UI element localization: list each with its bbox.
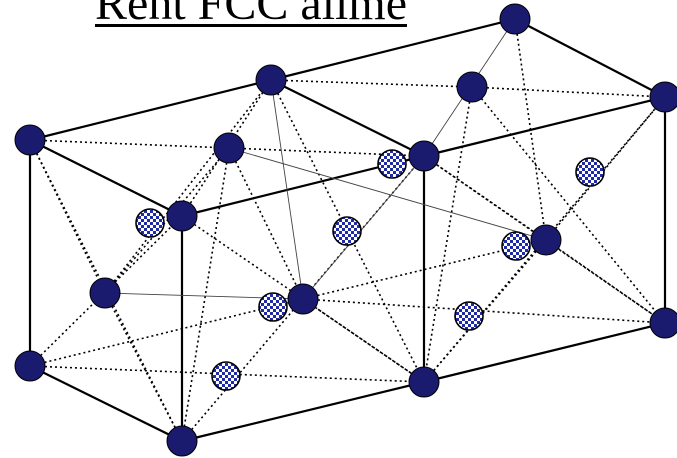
checkered-atom [454, 301, 484, 331]
atom [408, 366, 440, 398]
atom [649, 307, 677, 339]
edge [181, 380, 425, 443]
atom [14, 350, 46, 382]
atom [166, 200, 198, 232]
atom [456, 71, 488, 103]
atom [408, 140, 440, 172]
cube-edges [28, 17, 667, 443]
checkered-atom [501, 231, 531, 261]
atom [287, 283, 319, 315]
checkered-atom [575, 157, 605, 187]
checkered-atom [135, 208, 165, 238]
edge [270, 79, 425, 157]
face-diagonals [104, 18, 547, 300]
edge [270, 17, 516, 82]
atom [649, 81, 677, 113]
checkered-atom [332, 216, 362, 246]
diagram-title: Rent FCC allme [95, 0, 407, 30]
edge [29, 139, 183, 217]
edge [29, 365, 183, 442]
checkered-atom [211, 361, 241, 391]
atom [499, 3, 531, 35]
atom [213, 132, 245, 164]
atom [255, 64, 287, 96]
edge [29, 78, 272, 142]
atom [166, 425, 198, 457]
edge [423, 321, 666, 384]
atom [530, 224, 562, 256]
atom [89, 277, 121, 309]
checkered-atoms [135, 149, 605, 391]
edge [514, 18, 666, 98]
edge [423, 95, 666, 158]
atom [14, 124, 46, 156]
checkered-atom [258, 292, 288, 322]
checkered-atom [377, 149, 407, 179]
solid-atoms [14, 3, 677, 457]
